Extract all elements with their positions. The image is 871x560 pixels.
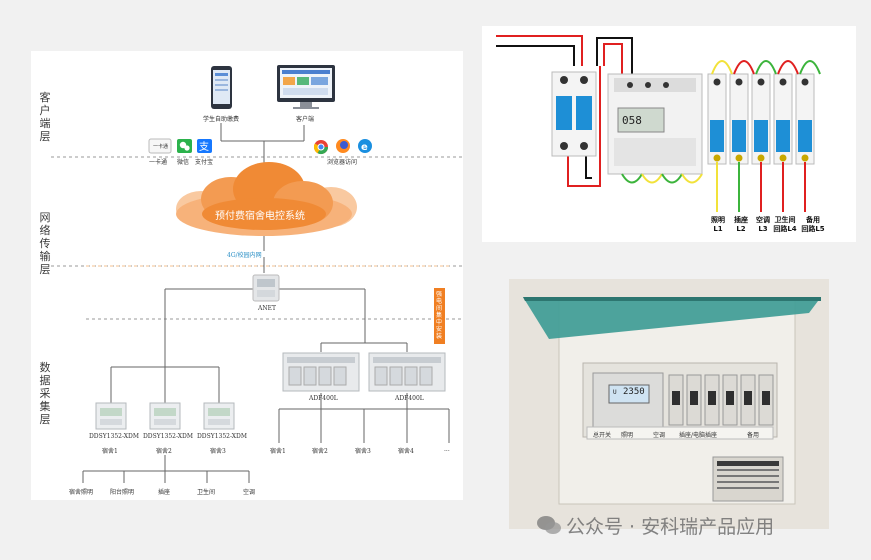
adf-device-2 [368,352,446,392]
strip-label-5: 备用 [747,432,760,439]
output-breaker-2 [729,73,749,165]
output-label-1-name: 照明 [711,216,725,224]
output-label-3-line: L3 [758,225,768,233]
firefox-icon [336,139,350,153]
adf-label-1: ADF400L [309,395,338,402]
dorm-left-1: 宿舍1 [102,448,118,455]
circuit-label-2: 阳台照明 [110,489,135,496]
output-label-5: 备用 回路L5 [800,216,826,234]
output-label-4-name: 卫生间 [774,216,796,224]
wiring-diagram: 058 照明 L1 插座 L2 空调 L3 卫生间 回路L4 备用 回路L5 [482,26,856,242]
dorm-right-4: 宿舍4 [398,448,414,455]
output-label-1-line: L1 [713,225,723,233]
strip-label-4: 插座/电脑插座 [679,432,718,439]
circuit-label-5: 空调 [243,489,256,496]
output-label-2-line: L2 [736,225,746,233]
ie-icon: e [358,139,372,153]
output-label-4-line: 回路L4 [773,225,797,233]
campus-card-label: 一卡通 [149,159,168,166]
meter-device-1 [95,402,127,430]
meter-label-3: DDSY1352-XDM [197,433,248,440]
strip-label-1: 总开关 [593,432,612,439]
campus-card-icon [148,138,172,154]
circuit-label-1: 宿舍照明 [69,489,94,496]
dorm-right-2: 宿舍2 [312,448,328,455]
wiring-drawing [496,35,821,212]
meter-reading: 058 [622,114,642,127]
alipay-label: 支付宝 [195,159,214,166]
cloud-shape [176,162,357,236]
output-breaker-4 [773,73,793,165]
strong-current-label: 强电间集中安装 [436,291,443,340]
output-breaker-5 [795,73,815,165]
output-label-1: 照明 L1 [706,216,730,234]
watermark-text: 公众号 · 安科瑞产品应用 [566,516,775,538]
campus-card-chip: 一卡通 [153,144,169,150]
meter-device-2 [149,402,181,430]
circuit-label-4: 卫生间 [197,489,216,496]
adf-label-2: ADF400L [395,395,424,402]
output-label-5-line: 回路L5 [801,225,825,233]
output-label-3: 空调 L3 [751,216,775,234]
dorm-left-2: 宿舍2 [156,448,172,455]
circuit-label-3: 插座 [158,489,171,496]
layer-label-client: 客户端层 [39,91,51,143]
gateway-device [252,274,280,302]
cabinet-drawing [509,279,829,529]
alipay-icon: 支 [197,139,212,153]
strong-current-box [434,288,445,344]
phone-icon [211,66,232,109]
meter-label-2: DDSY1352-XDM [143,433,194,440]
wechat-watermark-icon [537,516,561,534]
layer-label-data: 数据采集层 [39,361,51,426]
dorm-right-3: 宿舍3 [355,448,371,455]
strip-label-2: 照明 [621,432,634,439]
architecture-diagram: 支 e [31,51,463,500]
output-label-3-name: 空调 [756,216,770,224]
adf-device-1 [282,352,360,392]
dorm-left-3: 宿舍3 [210,448,226,455]
layer-label-network: 网络传输层 [39,211,51,276]
browser-label: 浏览器访问 [327,159,358,166]
desktop-icon [277,65,335,109]
output-label-4: 卫生间 回路L4 [772,216,798,234]
wechat-icon [177,139,192,153]
wechat-label: 微信 [177,159,190,166]
output-label-2: 插座 L2 [729,216,753,234]
meter-label-1: DDSY1352-XDM [89,433,140,440]
output-label-5-name: 备用 [806,216,820,224]
output-breaker-1 [707,73,727,165]
cabinet-photo: U 2350 总开关 照明 空调 插座/电脑插座 备用 [509,279,829,529]
output-label-2-name: 插座 [734,216,748,224]
svg-text:支: 支 [199,141,209,153]
network-label: 4G/校园内网 [227,252,262,259]
lcd-prefix: U [613,389,617,396]
gateway-label: ANET [258,305,276,312]
architecture-lines: 支 e [51,65,463,483]
chrome-icon [313,140,329,155]
dorm-right-1: 宿舍1 [270,448,286,455]
dorm-right-more: ... [444,446,450,453]
output-breaker-3 [751,73,771,165]
strip-label-3: 空调 [653,432,666,439]
desktop-label: 客户端 [296,116,315,123]
din-meter [607,73,703,175]
main-breaker [551,71,597,157]
lcd-reading: 2350 [623,387,645,397]
meter-device-3 [203,402,235,430]
svg-text:e: e [361,142,368,153]
phone-label: 学生自助缴费 [203,116,240,123]
cloud-title: 预付费宿舍电控系统 [215,211,305,222]
